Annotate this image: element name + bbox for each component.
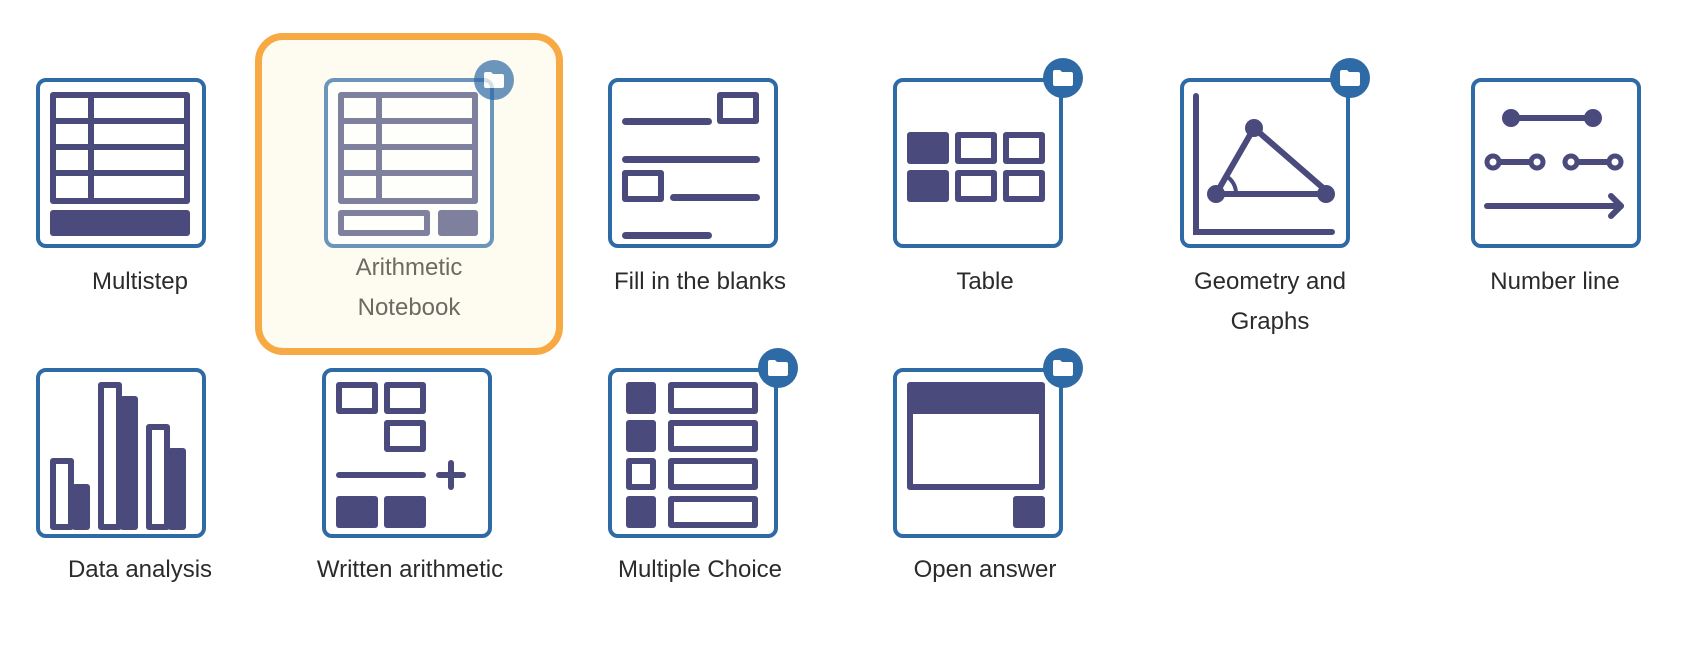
tile-label: Written arithmetic <box>316 556 504 583</box>
tile-table[interactable]: Table <box>845 40 1125 340</box>
tile-label: Table <box>956 268 1014 295</box>
geometry-icon <box>1180 78 1350 248</box>
tile-written-arithmetic[interactable]: Written arithmetic <box>270 340 550 620</box>
open-answer-icon <box>893 368 1063 538</box>
folder-badge-icon <box>1043 348 1083 388</box>
tile-label-line-1: Arithmetic <box>355 254 463 281</box>
tile-fill-in-blanks[interactable]: Fill in the blanks <box>560 40 840 340</box>
tile-label: Data analysis <box>67 556 213 583</box>
tile-open-answer[interactable]: Open answer <box>845 340 1125 620</box>
tile-number-line[interactable]: Number line <box>1415 40 1684 340</box>
written-arithmetic-icon <box>322 368 492 538</box>
fill-in-blanks-icon <box>608 78 778 248</box>
folder-badge-icon <box>474 60 514 100</box>
multiple-choice-icon <box>608 368 778 538</box>
number-line-icon <box>1471 78 1641 248</box>
tile-label-line-2: Graphs <box>1230 308 1310 335</box>
table-icon <box>893 78 1063 248</box>
folder-badge-icon <box>758 348 798 388</box>
tile-label: Multistep <box>91 268 189 295</box>
arithmetic-notebook-icon <box>324 78 494 248</box>
multistep-icon <box>36 78 206 248</box>
tile-multiple-choice[interactable]: Multiple Choice <box>560 340 840 620</box>
bar-chart-icon <box>36 368 206 538</box>
tile-multistep[interactable]: Multistep <box>0 40 280 340</box>
tile-label: Open answer <box>913 556 1057 583</box>
tile-label: Multiple Choice <box>617 556 783 583</box>
tile-label-line-2: Notebook <box>357 294 461 321</box>
folder-badge-icon <box>1330 58 1370 98</box>
tile-label-line-1: Geometry and <box>1193 268 1347 295</box>
tile-label: Fill in the blanks <box>613 268 787 295</box>
tile-data-analysis[interactable]: Data analysis <box>0 340 280 620</box>
folder-badge-icon <box>1043 58 1083 98</box>
tile-geometry-graphs[interactable]: Geometry and Graphs <box>1130 40 1410 340</box>
tile-label: Number line <box>1490 268 1620 295</box>
tile-arithmetic-notebook[interactable]: Arithmetic Notebook <box>255 33 563 355</box>
